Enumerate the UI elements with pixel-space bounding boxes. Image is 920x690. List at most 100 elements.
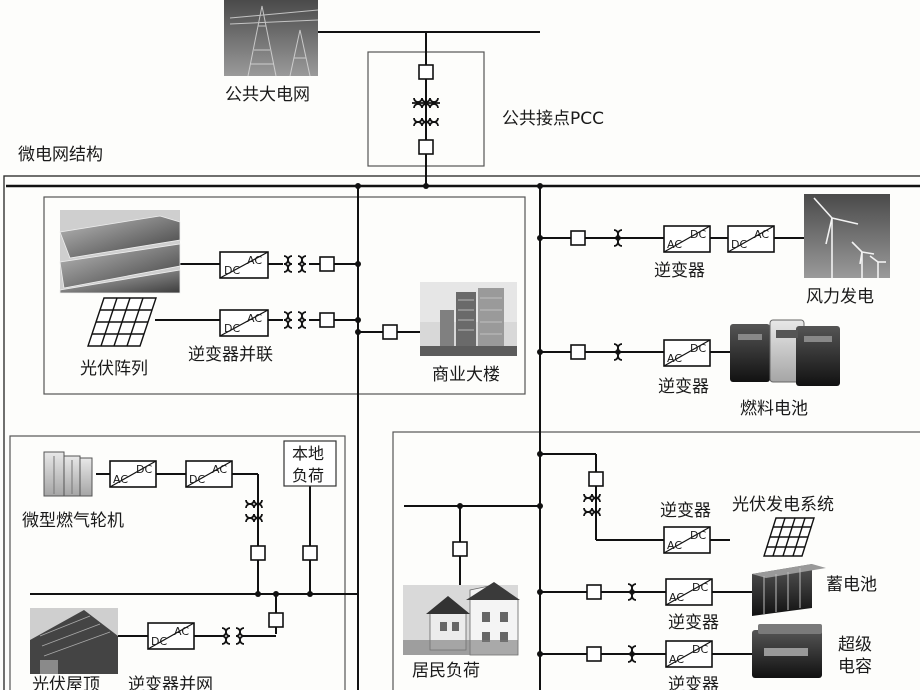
switch [570,344,586,360]
converter-ac-dc: AC DC [665,578,713,606]
switch [319,312,335,328]
switch [382,324,398,340]
inverter-parallel-label: 逆变器并联 [188,345,273,365]
converter-dc-ac: DC AC [727,225,775,253]
microturbine-label: 微型燃气轮机 [22,511,124,531]
switch [268,612,284,628]
converter-dc-ac: DC AC [147,622,195,650]
conv-label: AC [754,228,769,241]
local-load-box [283,440,337,487]
fuel-cell-inverter-label: 逆变器 [658,377,709,397]
switch [588,471,604,487]
pv-system-panel-icon [763,517,815,557]
switch [586,646,602,662]
pv-array-label: 光伏阵列 [80,359,148,379]
grid-label: 公共大电网 [225,85,310,105]
converter-ac-dc: AC DC [665,640,713,668]
commercial-zone-frame [43,196,526,395]
conv-label: DC [690,228,706,241]
converter-ac-dc: AC DC [663,339,711,367]
wind-turbine-image [804,194,890,278]
fuel-cell-image [730,319,840,386]
transformer-icon [627,583,637,601]
pv-system-label: 光伏发电系统 [732,495,834,515]
switch [418,139,434,155]
residential-zone-frame [392,431,920,690]
converter-dc-ac: DC AC [185,460,233,488]
conv-label: AC [247,312,262,325]
switch [586,584,602,600]
converter-dc-ac: DC AC [219,309,269,337]
switches [250,64,604,662]
supercapacitor-inverter-label: 逆变器 [668,675,719,690]
grid-tower-image [224,0,319,77]
pcc-label: 公共接点PCC [502,109,604,129]
battery-image [752,564,826,616]
supercapacitor-image [752,624,822,678]
conv-label: DC [692,581,708,594]
conv-label: DC [690,529,706,542]
wind-inverter-label: 逆变器 [654,261,705,281]
switch [250,545,266,561]
converter-ac-dc: AC DC [663,526,711,554]
conv-label: AC [667,238,682,251]
residential-houses-image [403,582,520,656]
switch [452,541,468,557]
transformer-icon [283,311,307,329]
pv-array-image [59,210,181,294]
supercapacitor-label-line1: 超级 [838,635,872,655]
conv-label: DC [189,473,205,486]
conv-label: DC [136,463,152,476]
commercial-building-label: 商业大楼 [432,365,500,385]
conv-label: DC [692,643,708,656]
commercial-building-image [420,282,517,356]
conv-label: DC [224,322,240,335]
switch [319,256,335,272]
diagram-title: 微电网结构 [18,145,103,165]
transformer-icon [283,255,307,273]
conv-label: AC [247,254,262,267]
conv-label: DC [151,635,167,648]
conv-label: AC [669,591,684,604]
conv-label: AC [113,473,128,486]
conv-label: AC [667,539,682,552]
transformer-icon [627,645,637,663]
transformer-icon [613,229,623,247]
converter-ac-dc: AC DC [109,460,157,488]
converter-ac-dc: AC DC [663,225,711,253]
local-load-label-line1: 本地 [292,444,324,463]
converter-dc-ac: DC AC [219,251,269,279]
microturbine-image [43,451,93,497]
pv-system-inverter-label: 逆变器 [660,501,711,521]
battery-label: 蓄电池 [826,575,877,595]
transformer-icon [583,493,601,517]
conv-label: AC [174,625,189,638]
switch [418,64,434,80]
conv-label: AC [667,352,682,365]
transformer-icon [412,97,440,127]
conv-label: DC [690,342,706,355]
conv-label: AC [212,463,227,476]
microgrid-outer-frame [3,175,920,690]
wind-power-label: 风力发电 [806,287,874,307]
pv-roof-image [30,608,118,674]
switch [570,230,586,246]
switch [302,545,318,561]
battery-inverter-label: 逆变器 [668,613,719,633]
supercapacitor-label-line2: 电容 [838,657,872,677]
pv-roof-label: 光伏屋顶 [32,675,100,690]
transformer-icon [245,499,263,523]
microturbine-zone-frame [9,435,346,690]
pv-panel-icon [87,297,157,347]
transformer-icon [221,627,245,645]
conv-label: DC [731,238,747,251]
junction-dots [255,183,543,657]
conv-label: AC [669,653,684,666]
fuel-cell-label: 燃料电池 [740,399,808,419]
transformer-icon [613,343,623,361]
local-load-label-line2: 负荷 [292,466,324,485]
residential-load-label: 居民负荷 [412,661,480,681]
conv-label: DC [224,264,240,277]
